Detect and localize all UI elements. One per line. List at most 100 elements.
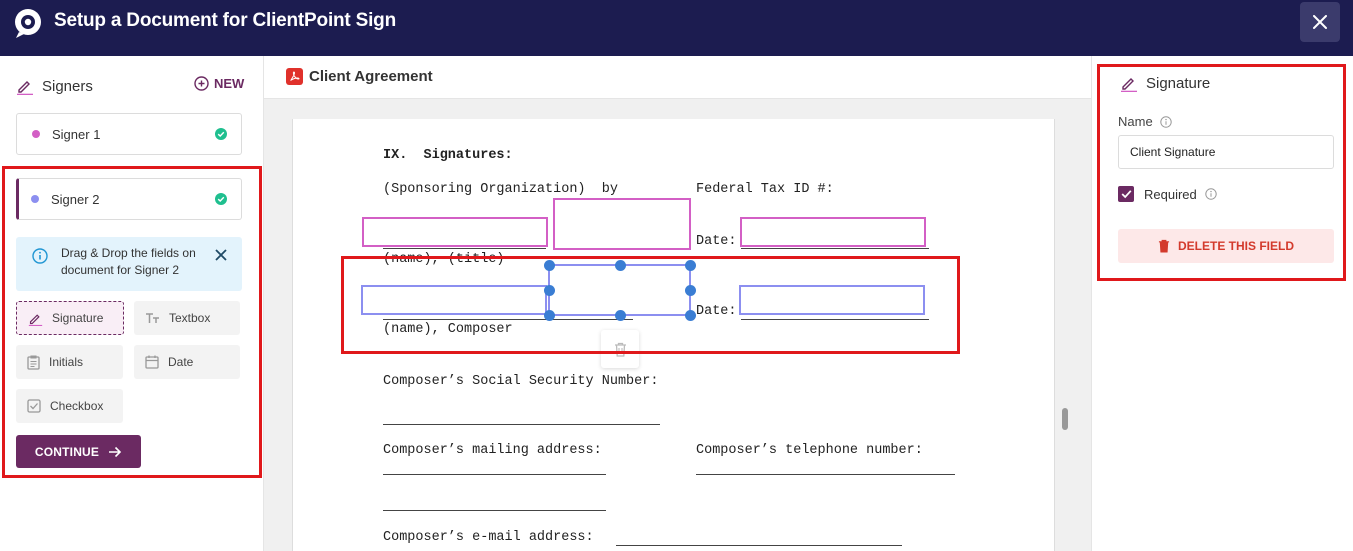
doc-text-email: Composer’s e-mail address: [383, 530, 594, 545]
pdf-icon [286, 68, 303, 85]
signature-line [383, 319, 633, 320]
resize-handle[interactable] [544, 285, 555, 296]
info-icon [32, 248, 48, 264]
signer-color-dot [32, 130, 40, 138]
resize-handle[interactable] [544, 310, 555, 321]
text-icon [146, 312, 159, 323]
info-icon [1205, 188, 1217, 200]
close-icon [1313, 15, 1327, 29]
resize-handle[interactable] [615, 310, 626, 321]
signer-color-dot [31, 195, 39, 203]
close-button[interactable] [1300, 2, 1340, 42]
blank-line [383, 474, 606, 475]
doc-text-sponsoring: (Sponsoring Organization) by [383, 182, 618, 197]
add-circle-icon [194, 76, 209, 91]
document-title: Client Agreement [309, 68, 433, 85]
signer-name: Signer 2 [51, 191, 100, 207]
properties-title: Signature [1146, 74, 1211, 92]
signers-title: Signers [42, 77, 93, 95]
continue-button[interactable]: CONTINUE [16, 435, 141, 468]
delete-field-button[interactable] [601, 330, 639, 368]
resize-handle[interactable] [685, 285, 696, 296]
trash-icon [1158, 239, 1170, 253]
section-heading: IX. Signatures: [383, 148, 513, 163]
signer-name: Signer 1 [52, 126, 101, 142]
doc-text-date: Date: [696, 234, 737, 249]
signer2-date-field[interactable] [739, 285, 925, 315]
required-checkbox[interactable] [1118, 186, 1134, 202]
name-label: Name [1118, 114, 1153, 129]
doc-text-mailing: Composer’s mailing address: [383, 443, 602, 458]
signature-line [383, 248, 546, 249]
new-signer-label: NEW [214, 76, 245, 91]
signature-line [741, 248, 929, 249]
arrow-right-icon [109, 446, 122, 457]
pen-icon [1121, 78, 1137, 92]
trash-icon [614, 342, 626, 357]
field-label: Initials [49, 355, 84, 369]
signer1-name-field[interactable] [362, 217, 548, 247]
signature-line [741, 319, 929, 320]
scrollbar-thumb[interactable] [1062, 408, 1068, 430]
calendar-icon [145, 355, 159, 369]
blank-line [616, 545, 902, 546]
doc-text-name-title: (name), (title) [383, 252, 505, 267]
doc-text-date: Date: [696, 304, 737, 319]
clientpoint-logo [15, 9, 41, 38]
delete-label: DELETE THIS FIELD [1177, 239, 1294, 253]
field-label: Checkbox [50, 399, 104, 413]
doc-text-composer: (name), Composer [383, 322, 513, 337]
doc-text-ssn: Composer’s Social Security Number: [383, 374, 659, 389]
signer1-signature-field[interactable] [553, 198, 691, 250]
pen-icon [28, 313, 43, 326]
app-header: Setup a Document for ClientPoint Sign [0, 0, 1353, 56]
resize-handle[interactable] [685, 260, 696, 271]
signer-card-1[interactable]: Signer 1 [16, 113, 242, 155]
info-text: Drag & Drop the fields on document for S… [61, 246, 196, 277]
info-icon [1159, 115, 1172, 128]
textbox-field-button[interactable]: Textbox [134, 301, 240, 335]
checkbox-field-button[interactable]: Checkbox [16, 389, 123, 423]
check-icon [1121, 190, 1131, 199]
resize-handle[interactable] [615, 260, 626, 271]
continue-label: CONTINUE [34, 444, 100, 459]
field-properties-panel: Signature Name Required DELETE THIS FIEL… [1091, 56, 1353, 551]
properties-header: Signature [1120, 74, 1210, 92]
signer-card-2[interactable]: Signer 2 [16, 178, 242, 220]
doc-text-telephone: Composer’s telephone number: [696, 443, 923, 458]
initials-field-button[interactable]: Initials [16, 345, 123, 379]
check-circle-icon [215, 193, 227, 205]
doc-text-fed-tax: Federal Tax ID #: [696, 182, 834, 197]
checkbox-icon [27, 399, 41, 413]
name-input[interactable] [1118, 135, 1334, 169]
blank-line [696, 474, 955, 475]
required-label: Required [1144, 186, 1197, 202]
delete-this-field-button[interactable]: DELETE THIS FIELD [1118, 229, 1334, 263]
check-circle-icon [215, 128, 227, 140]
blank-line [383, 510, 606, 511]
field-label: Textbox [169, 311, 211, 325]
required-row: Required [1118, 186, 1217, 202]
field-label: Signature [52, 311, 104, 325]
signers-panel: Signers NEW Signer 1 Signer 2 Drag & Dro… [0, 56, 264, 551]
signature-field-button[interactable]: Signature [16, 301, 124, 335]
resize-handle[interactable] [685, 310, 696, 321]
drag-drop-info: Drag & Drop the fields on document for S… [16, 237, 242, 291]
date-field-button[interactable]: Date [134, 345, 240, 379]
resize-handle[interactable] [544, 260, 555, 271]
blank-line [383, 424, 660, 425]
signer2-name-field[interactable] [361, 285, 547, 315]
close-icon[interactable] [215, 249, 227, 261]
pen-icon [17, 81, 33, 95]
app-title: Setup a Document for ClientPoint Sign [54, 10, 396, 31]
field-label: Date [168, 355, 194, 369]
clipboard-icon [27, 354, 40, 370]
signer1-date-field[interactable] [740, 217, 926, 247]
document-header: Client Agreement [264, 56, 1091, 99]
new-signer-button[interactable]: NEW [194, 76, 244, 91]
signer2-signature-field[interactable] [548, 264, 691, 316]
name-label-row: Name [1118, 114, 1172, 129]
document-page [292, 119, 1055, 551]
document-area: Client Agreement [264, 56, 1091, 551]
signers-header: Signers [16, 76, 93, 96]
